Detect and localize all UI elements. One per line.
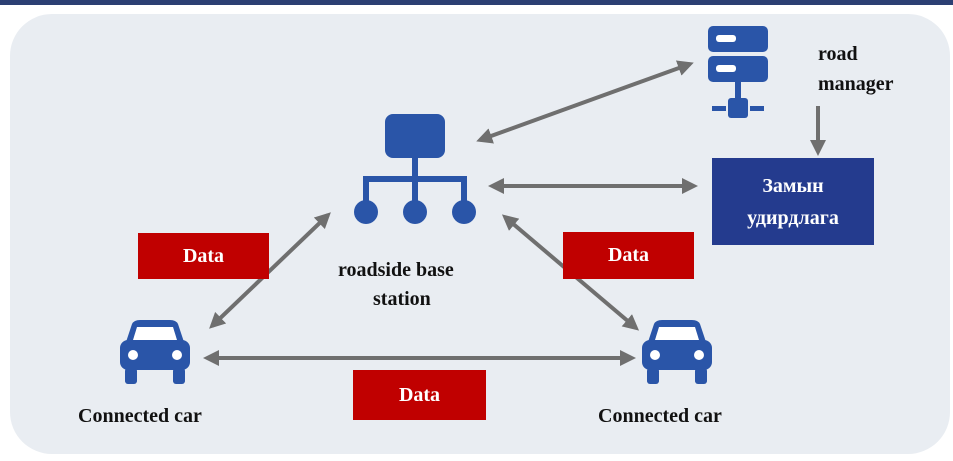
road-control-line2: удирдлага (747, 206, 839, 229)
road-control-box: Замын удирдлага (712, 158, 874, 245)
car-right-label: Connected car (598, 405, 722, 427)
top-bar (0, 0, 953, 5)
car-icon (642, 320, 712, 384)
arrow-base-to-left-car (209, 212, 331, 329)
car-icon (120, 320, 190, 384)
road-manager-label-line2: manager (818, 73, 894, 95)
data-tag-left: Data (138, 233, 269, 279)
base-station-label-line2: station (373, 288, 431, 310)
road-control-line1: Замын (762, 174, 824, 197)
road-manager-label-line1: road (818, 43, 858, 65)
data-tag-bottom: Data (353, 370, 486, 420)
network-hierarchy-icon (354, 114, 476, 224)
base-station-label-line1: roadside base (338, 259, 454, 281)
server-icon (708, 26, 768, 118)
car-left-label: Connected car (78, 405, 202, 427)
data-tag-right: Data (563, 232, 694, 279)
arrow-base-to-manager (476, 60, 694, 144)
